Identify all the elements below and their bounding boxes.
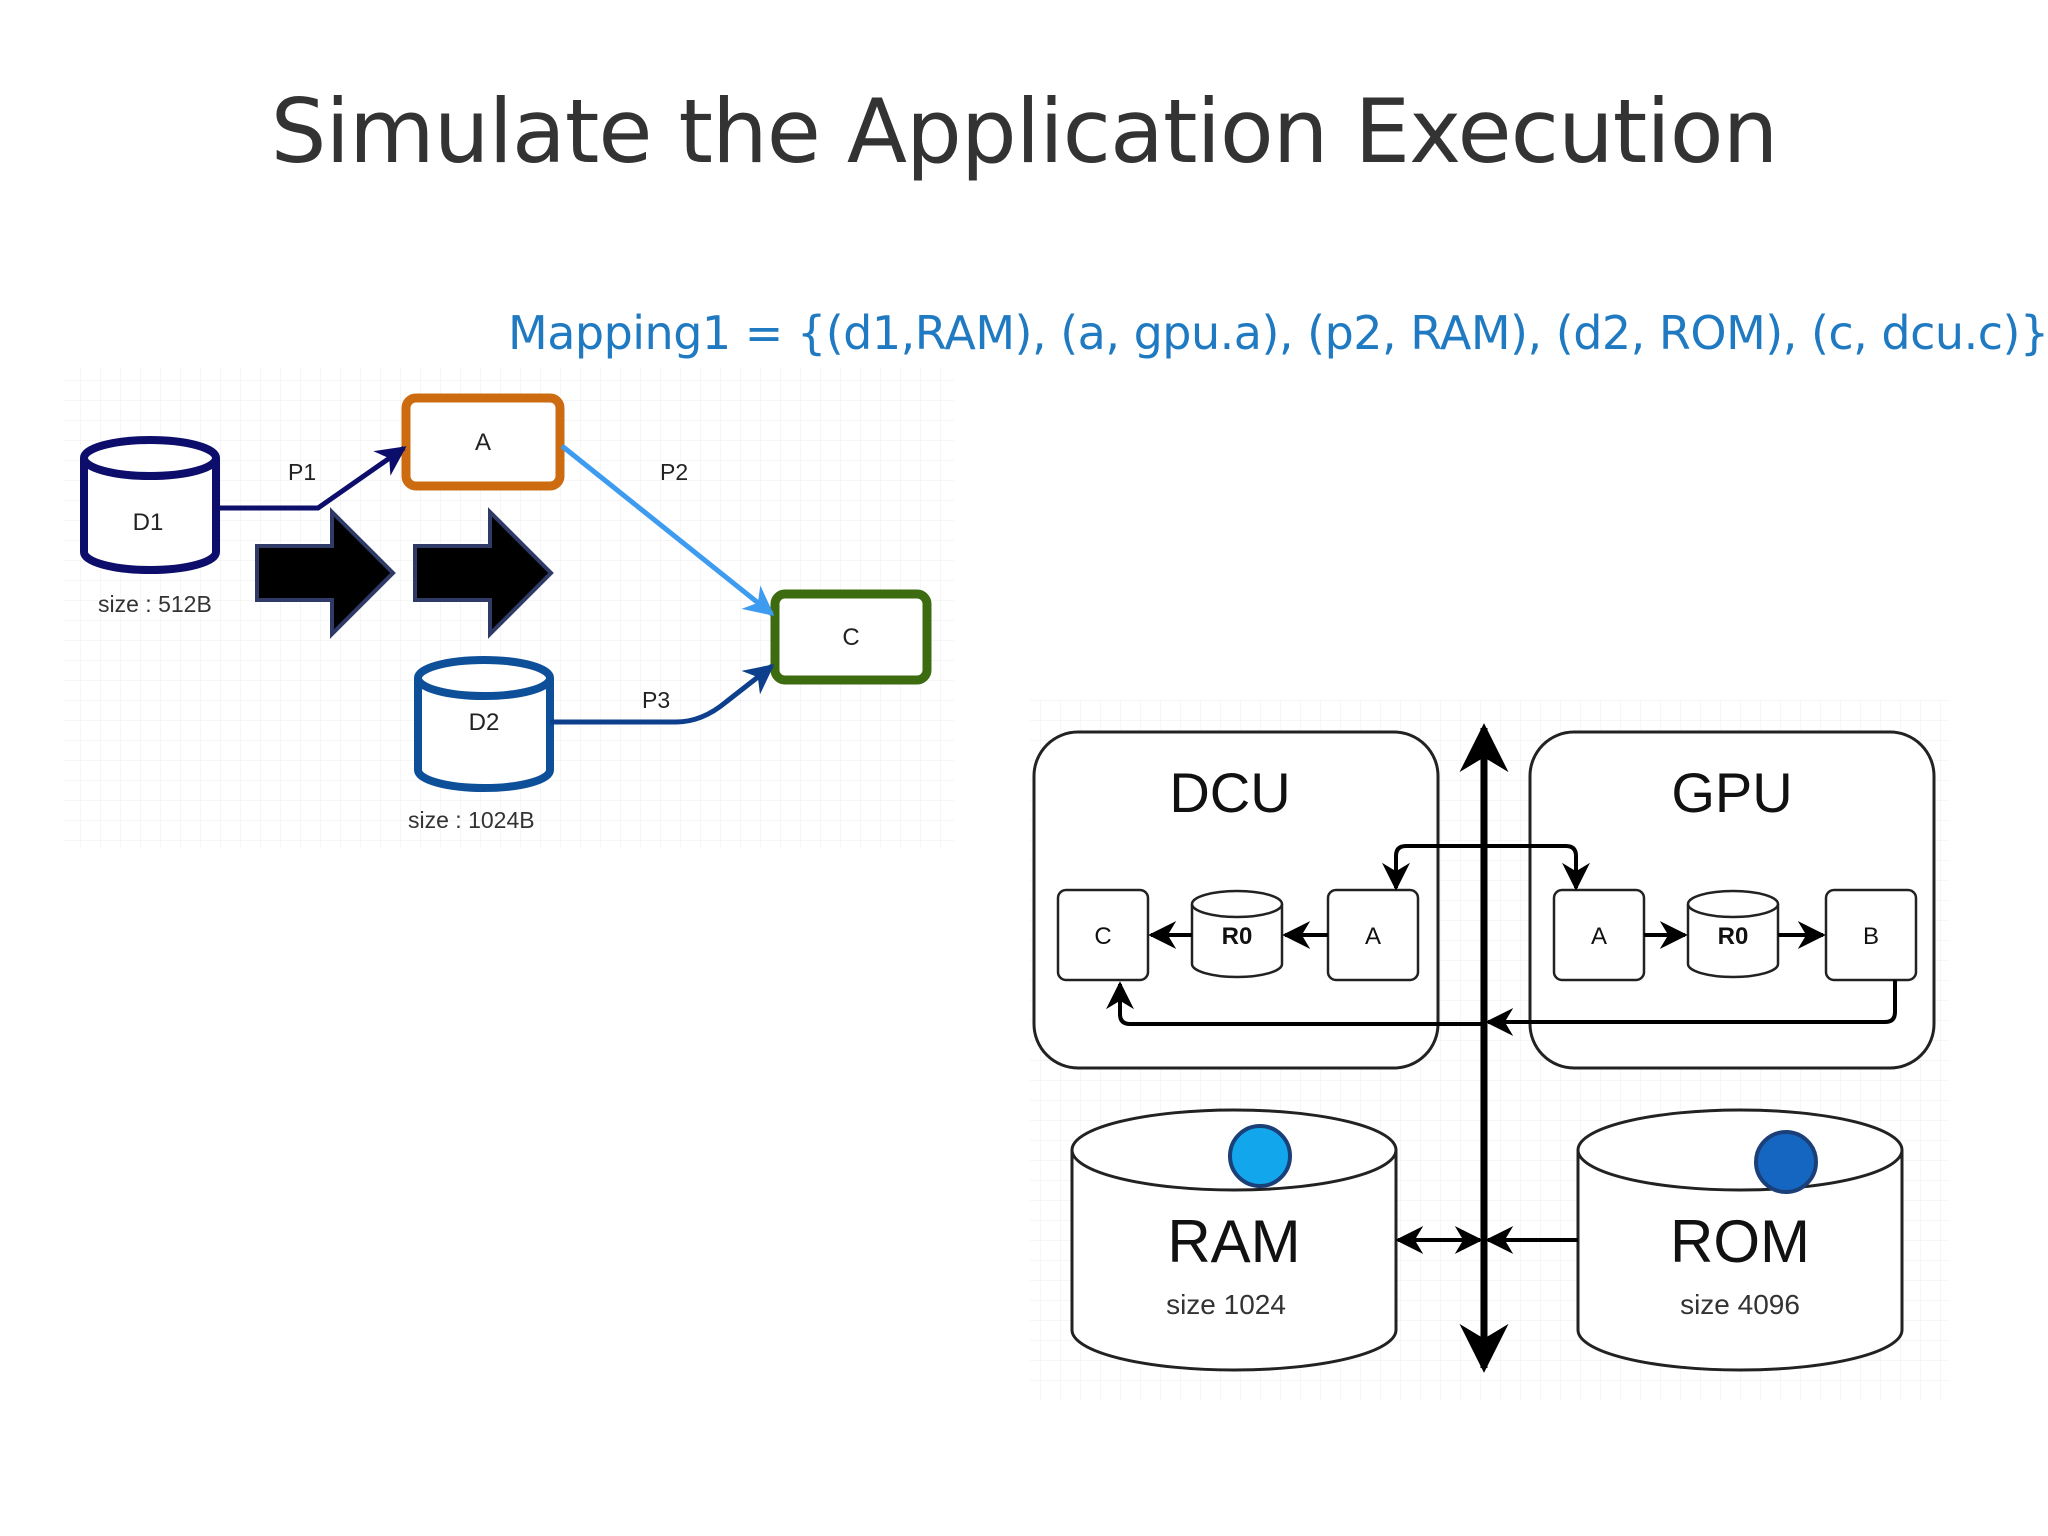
gpu-a-label: A bbox=[1591, 923, 1607, 950]
edge-p1 bbox=[216, 445, 407, 511]
d2-size: size : 1024B bbox=[408, 807, 535, 833]
mapping-text: Mapping1 = {(d1,RAM), (a, gpu.a), (p2, R… bbox=[508, 306, 2048, 360]
task-a-label: A bbox=[475, 429, 491, 456]
dcu-a-label: A bbox=[1365, 923, 1381, 950]
gpu-r0-cylinder bbox=[1686, 889, 1780, 979]
task-c-label: C bbox=[842, 624, 859, 651]
dcu-c-box bbox=[1056, 888, 1150, 982]
d1-label: D1 bbox=[133, 509, 164, 536]
edge-p3 bbox=[550, 664, 775, 725]
slide-title: Simulate the Application Execution bbox=[270, 80, 1779, 183]
rom-size: size 4096 bbox=[1680, 1289, 1800, 1320]
edge-p2 bbox=[560, 444, 775, 616]
d2-label: D2 bbox=[469, 709, 500, 736]
task-a-box bbox=[401, 393, 565, 491]
edge-p1-label: P1 bbox=[288, 459, 316, 485]
ram-label: RAM bbox=[1167, 1208, 1300, 1275]
platform-diagram: DCU C R0 A GPU A R0 B bbox=[1030, 700, 1948, 1400]
dcu-r0-cylinder bbox=[1190, 889, 1284, 979]
d1-size: size : 512B bbox=[98, 591, 212, 617]
d2-cylinder: D2 bbox=[414, 656, 554, 792]
edge-p2-label: P2 bbox=[660, 459, 688, 485]
gpu-b-box bbox=[1824, 888, 1918, 982]
app-graph: D1 size : 512B A C D2 size : 1024B P1 P2… bbox=[64, 368, 954, 848]
rom-token bbox=[1754, 1130, 1818, 1194]
big-arrow-1 bbox=[255, 507, 396, 639]
edge-p3-label: P3 bbox=[642, 687, 670, 713]
task-c-box bbox=[770, 589, 932, 685]
dcu-label: DCU bbox=[1169, 761, 1290, 824]
big-arrow-2 bbox=[413, 507, 554, 639]
gpu-label: GPU bbox=[1671, 761, 1792, 824]
ram-size: size 1024 bbox=[1166, 1289, 1286, 1320]
ram-token bbox=[1228, 1124, 1292, 1188]
gpu-r0-label: R0 bbox=[1718, 923, 1749, 950]
rom-cylinder bbox=[1576, 1108, 1904, 1372]
rom-label: ROM bbox=[1670, 1208, 1810, 1275]
dcu-c-label: C bbox=[1094, 923, 1111, 950]
dcu-r0-label: R0 bbox=[1222, 923, 1253, 950]
gpu-b-label: B bbox=[1863, 923, 1879, 950]
d1-cylinder: D1 bbox=[80, 436, 220, 574]
